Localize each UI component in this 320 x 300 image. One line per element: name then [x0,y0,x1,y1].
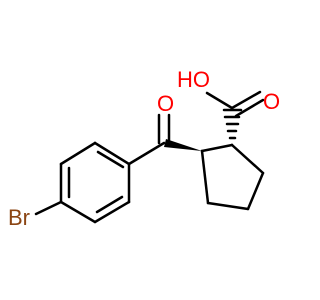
aromatic-bond [59,200,97,224]
hydroxyl-label: HO [177,67,210,92]
aromatic-inner-bond [95,195,124,214]
ketone-oxygen-label: O [157,91,174,116]
bromine-atom-label: Br [8,205,30,230]
acid-double-bond-upper [230,90,262,110]
cyclopentane-ring [200,143,265,211]
aromatic-inner-bond [96,150,125,169]
ring-bond [206,201,250,211]
acid-carbon-hydroxyl-bond [205,91,234,110]
aryl-ketone-bond [127,141,166,166]
aromatic-bond [93,141,131,166]
acid-double-bond-lower [234,98,265,118]
ring-bond [246,171,265,211]
benzene-ring [59,141,131,224]
aromatic-bond [59,141,97,166]
skeletal-structure-diagram: Br O HO O [8,67,280,230]
carbon-bromine-bond [34,200,63,216]
ring-bond [200,149,210,205]
ring-bond [200,143,234,153]
acid-oxygen-label: O [263,89,280,114]
stereocenter-wedge-bond [164,139,202,151]
ring-bond [230,143,265,175]
aromatic-bond [93,200,131,224]
